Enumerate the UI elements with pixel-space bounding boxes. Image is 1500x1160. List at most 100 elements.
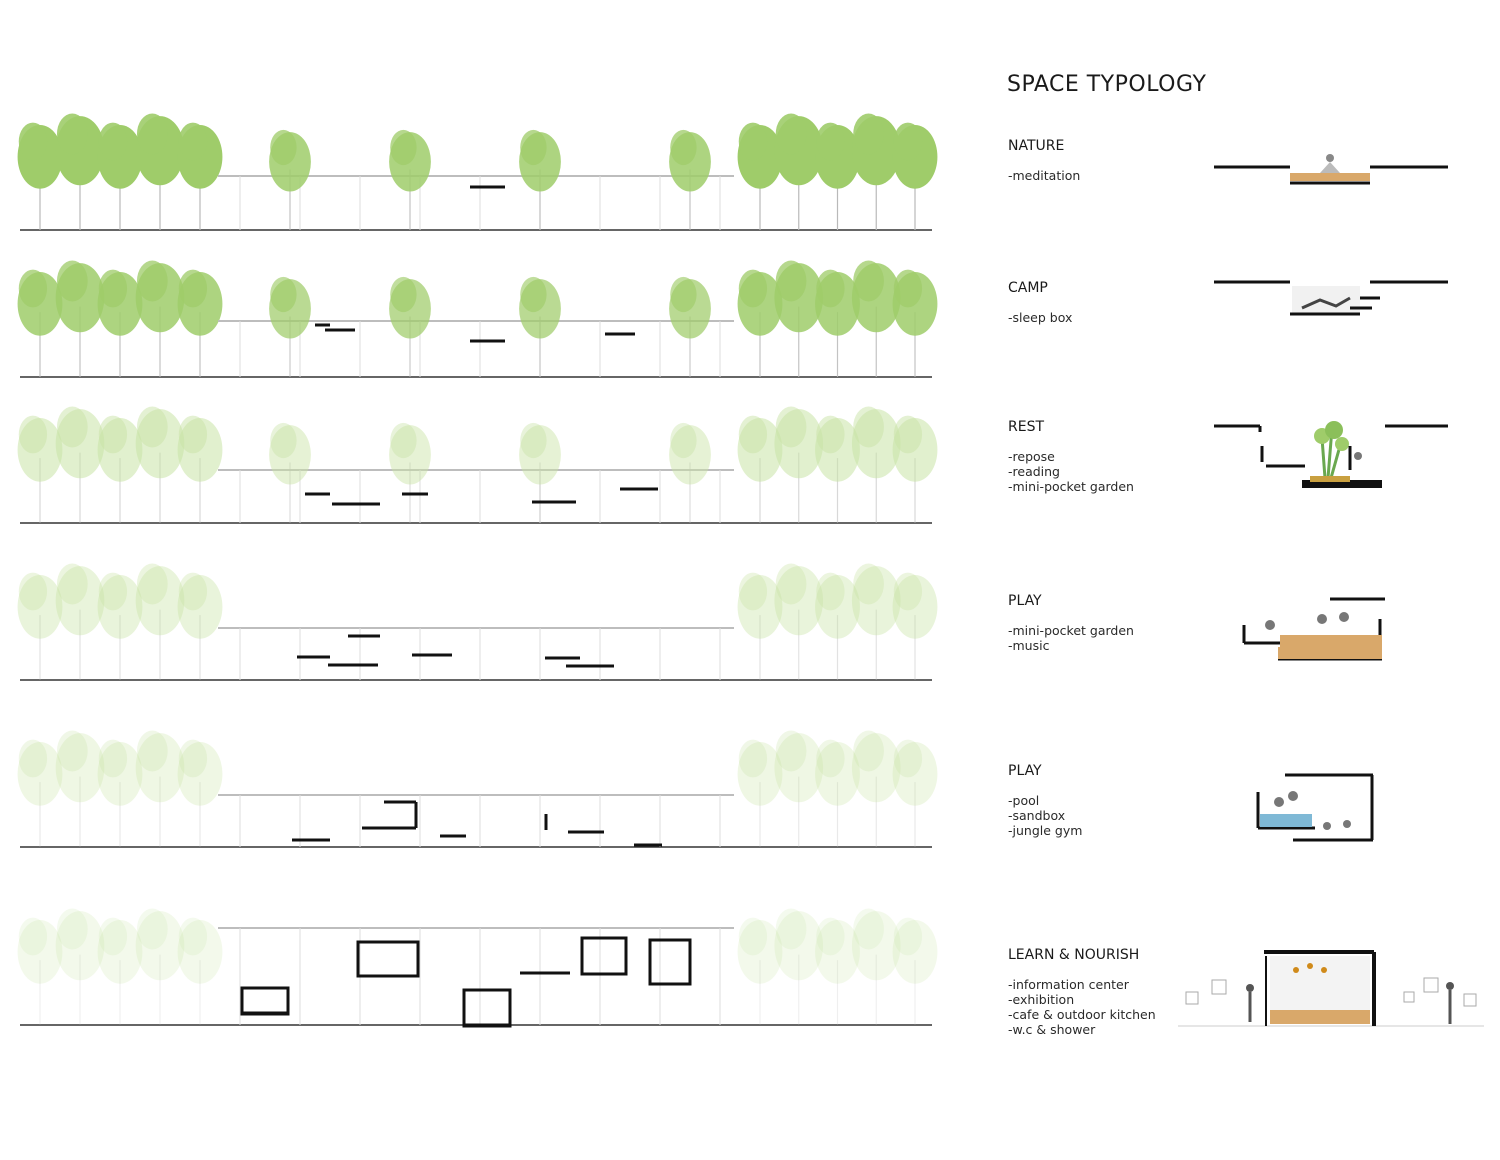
tree-canopy (17, 574, 63, 639)
tree-canopy (816, 739, 845, 778)
section-play-garden-diagram (1242, 597, 1385, 661)
tree-canopy (893, 572, 923, 611)
typology-name: REST (1008, 419, 1045, 435)
tree-canopy (178, 572, 208, 611)
tree-canopy (55, 566, 105, 636)
tree-canopy (98, 122, 128, 161)
tree-canopy (853, 908, 884, 950)
typology-item: -repose (1008, 449, 1055, 464)
tree-canopy (18, 269, 48, 308)
tree-canopy (18, 572, 48, 611)
tree-canopy (853, 113, 884, 155)
tree-canopy (853, 406, 884, 448)
section-play-pool-diagram (1256, 773, 1374, 842)
tree-canopy (55, 733, 105, 803)
typology-item: -reading (1008, 464, 1060, 479)
tree-canopy (816, 415, 845, 454)
tree-canopy (851, 911, 901, 981)
tree-canopy (136, 908, 168, 950)
tree-canopy (816, 122, 845, 161)
tree-canopy (98, 739, 128, 778)
tree-canopy (893, 122, 923, 161)
tree-canopy (853, 730, 884, 772)
tree-canopy (892, 574, 938, 639)
tree-canopy (520, 129, 547, 166)
tree-canopy (669, 425, 711, 485)
typology-name: CAMP (1008, 280, 1048, 296)
tree-canopy (178, 122, 208, 161)
tree-canopy (775, 113, 807, 155)
typology-rest: REST -repose -reading -mini-pocket garde… (1008, 419, 1208, 494)
typology-name: NATURE (1008, 138, 1065, 154)
typology-name: LEARN & NOURISH (1008, 947, 1140, 963)
tree-canopy (816, 269, 845, 308)
tree-canopy (853, 260, 884, 302)
tree-canopy (738, 739, 768, 778)
tree-canopy (738, 572, 768, 611)
typology-item: -mini-pocket garden (1008, 623, 1134, 638)
tree-canopy (775, 406, 807, 448)
tree-canopy (775, 260, 807, 302)
tree-canopy (670, 129, 697, 166)
tree-canopy (390, 129, 417, 166)
tree-canopy (136, 563, 168, 605)
tree-canopy (98, 415, 128, 454)
tree-canopy (18, 739, 48, 778)
tree-canopy (55, 409, 105, 479)
tree-canopy (815, 417, 860, 482)
typology-name: PLAY (1008, 763, 1042, 779)
page-title: SPACE TYPOLOGY (1007, 72, 1207, 97)
tree-canopy (520, 422, 547, 459)
tree-canopy (177, 919, 223, 984)
tree-canopy (98, 917, 128, 956)
tree-canopy (738, 122, 768, 161)
tree-canopy (737, 741, 783, 806)
tree-canopy (853, 563, 884, 605)
tree-canopy (893, 739, 923, 778)
tree-canopy (136, 406, 168, 448)
tree-canopy (738, 917, 768, 956)
typology-item: -sleep box (1008, 310, 1073, 325)
typology-camp: CAMP -sleep box (1008, 280, 1208, 325)
tree-canopy (389, 425, 431, 485)
tree-canopy (97, 919, 143, 984)
tree-canopy (774, 409, 824, 479)
tree-canopy (815, 919, 860, 984)
tree-canopy (97, 741, 143, 806)
tree-canopy (670, 276, 697, 313)
tree-canopy (270, 129, 297, 166)
tree-canopy (177, 417, 223, 482)
tree-canopy (893, 415, 923, 454)
tree-canopy (178, 415, 208, 454)
tree-canopy (892, 741, 938, 806)
site-sections (17, 113, 938, 1028)
tree-canopy (178, 917, 208, 956)
typology-learn-nourish: LEARN & NOURISH -information center -exh… (1008, 947, 1208, 1037)
tree-canopy (851, 566, 901, 636)
pavilion-box (580, 936, 628, 976)
tree-canopy (56, 113, 88, 155)
tree-canopy (737, 919, 783, 984)
typology-item: -jungle gym (1008, 823, 1083, 838)
tree-canopy (738, 415, 768, 454)
tree-canopy (893, 269, 923, 308)
typology-item: -exhibition (1008, 992, 1075, 1007)
tree-canopy (98, 269, 128, 308)
tree-canopy (775, 908, 807, 950)
section-learn-nourish-diagram (1178, 950, 1484, 1027)
tree-canopy (18, 917, 48, 956)
tree-canopy (774, 733, 824, 803)
tree-canopy (97, 417, 143, 482)
typology-item: -pool (1008, 793, 1040, 808)
tree-canopy (135, 409, 185, 479)
section-rest-diagram (1214, 421, 1448, 488)
tree-canopy (270, 422, 297, 459)
tree-canopy (851, 733, 901, 803)
typology-item: -w.c & shower (1008, 1022, 1096, 1037)
tree-canopy (269, 425, 311, 485)
tree-canopy (892, 919, 938, 984)
tree-canopy (815, 574, 860, 639)
section-camp-diagram (1214, 280, 1448, 316)
tree-canopy (136, 113, 168, 155)
typology-name: PLAY (1008, 593, 1042, 609)
